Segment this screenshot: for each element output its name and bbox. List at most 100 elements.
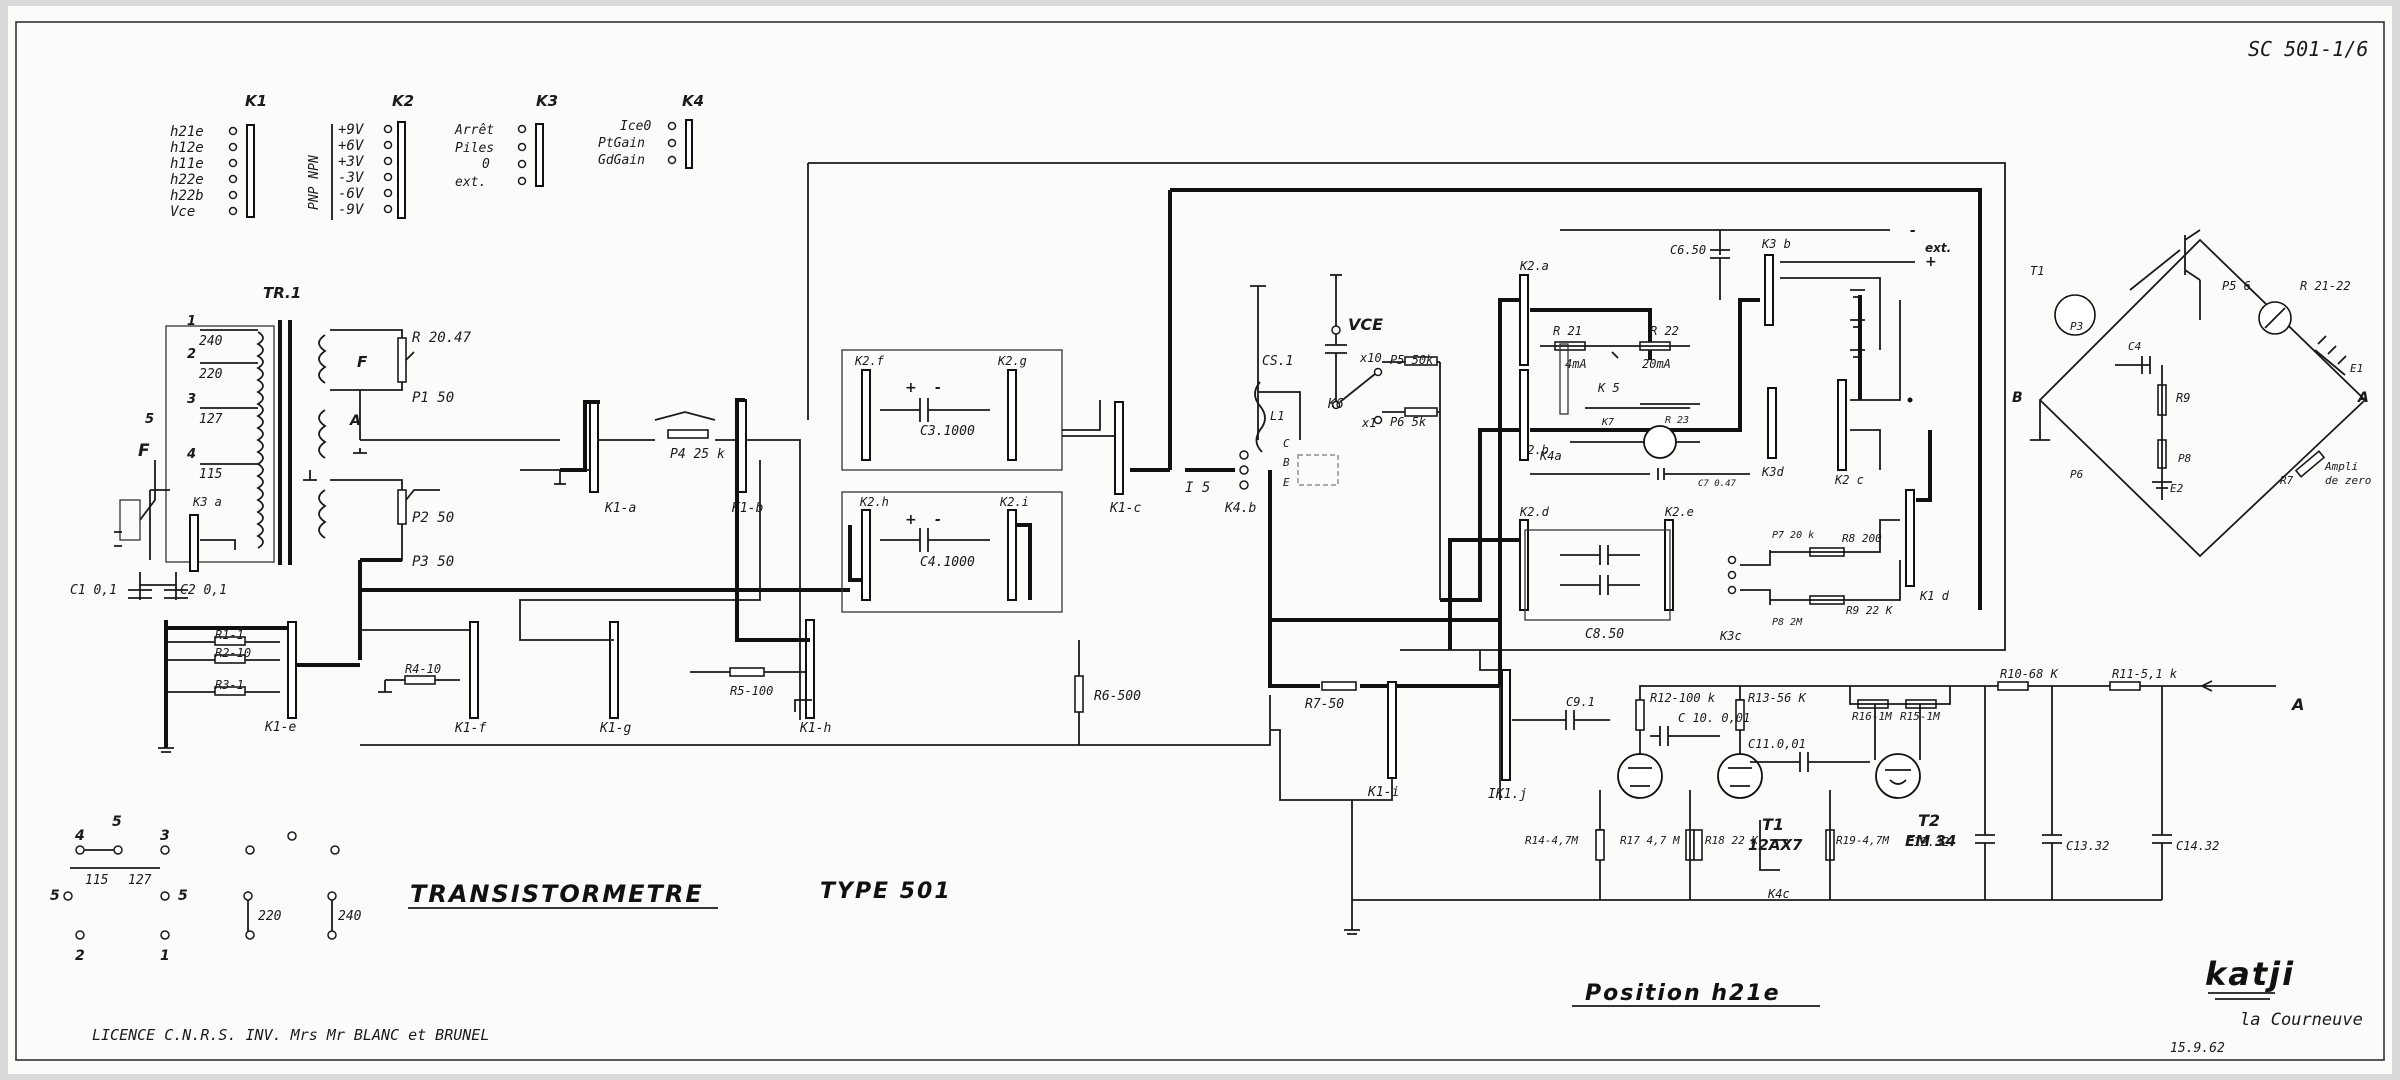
r21-label: R 21 bbox=[1553, 324, 1582, 338]
ext-label: ext. bbox=[1925, 241, 1951, 255]
bridge-r21: R 21-22 bbox=[2300, 279, 2351, 293]
bridge-b: B bbox=[2012, 390, 2023, 406]
brand-city: la Courneuve bbox=[2240, 1010, 2363, 1030]
c2-label: C2 0,1 bbox=[180, 583, 227, 598]
i5-label: I 5 bbox=[1185, 480, 1210, 496]
r1-label: R1-1 bbox=[215, 628, 244, 642]
wo-1: 1 bbox=[160, 948, 170, 964]
range-resistors-k1e: R1-1 R2-10 R3-1 K1-e bbox=[166, 621, 360, 735]
meter-circle bbox=[1643, 425, 1677, 459]
k1-title: K1 bbox=[245, 92, 267, 110]
k4-pos-3: GdGain bbox=[598, 153, 645, 168]
secondary-a-label: A bbox=[349, 413, 361, 429]
k4c-label: K4c bbox=[1767, 887, 1790, 901]
potentiometers-p1-p3: R 20.47 P1 50 P2 50 P3 50 bbox=[303, 329, 560, 660]
p8-label: P8 2M bbox=[1772, 617, 1803, 628]
tube-amplifier: IK1.j C9.1 R12-100 k R13-56 K C 10. 0,01… bbox=[1344, 650, 2304, 935]
svg-text:E: E bbox=[1283, 476, 1290, 489]
k3b-label: K3 b bbox=[1761, 237, 1791, 251]
r14-label: R14-4,7M bbox=[1525, 834, 1578, 847]
k3-pos-1: Arrêt bbox=[454, 123, 494, 138]
bridge-e1: E1 bbox=[2350, 362, 2363, 375]
k2-group-label: PNP NPN bbox=[307, 155, 322, 210]
switch-legend: K1 h21e h12e h11e h22e h22b Vce K2 PNP N… bbox=[170, 92, 704, 220]
bridge-c4: C4 bbox=[2128, 340, 2141, 353]
tap-3-volts: 127 bbox=[199, 412, 223, 427]
c1-label: C1 0,1 bbox=[70, 583, 117, 598]
cs1-label: CS.1 bbox=[1262, 354, 1293, 369]
k4-pos-2: PtGain bbox=[598, 136, 645, 151]
wo-4: 4 bbox=[74, 828, 85, 844]
bridge-e2: E2 bbox=[2170, 482, 2184, 495]
svg-text:C: C bbox=[1283, 437, 1290, 450]
r13-label: R13-56 K bbox=[1748, 691, 1807, 705]
k2-pos-5: -6V bbox=[338, 186, 365, 202]
tube-t1-a bbox=[1617, 753, 1663, 799]
k3-title: K3 bbox=[536, 92, 558, 110]
r3-label: R3-1 bbox=[215, 678, 244, 692]
r7-k1i: R7-50 K1-i bbox=[1268, 470, 1502, 801]
transformer-tr1: TR.1 1 240 2 220 3 127 4 115 5 F F A bbox=[70, 284, 368, 753]
k3a-label: K3 a bbox=[192, 495, 222, 509]
tap-4-volts: 115 bbox=[199, 467, 223, 482]
k4a-label: K4a bbox=[1539, 449, 1562, 463]
k2g-label: K2.g bbox=[997, 354, 1027, 368]
t2-label: T2 bbox=[1918, 811, 1940, 830]
r22-label: R 22 bbox=[1650, 324, 1679, 338]
k6-label: K6 bbox=[1327, 397, 1344, 412]
r17-label: R17 4,7 M bbox=[1620, 834, 1680, 847]
bridge-transistor-t1 bbox=[2054, 294, 2096, 336]
k7-label: K7 bbox=[1601, 417, 1614, 428]
p2-label: P2 50 bbox=[412, 510, 454, 526]
bridge-p3: P3 bbox=[2070, 320, 2083, 333]
secondary-f-label: F bbox=[357, 353, 368, 371]
sheet-date: 15.9.62 bbox=[2170, 1041, 2225, 1056]
k1-pos-6: Vce bbox=[170, 204, 195, 220]
central-switch-bank: R4-10 K1-f K1-g K1-a P4 25 k K1-b R5-100… bbox=[360, 398, 1271, 746]
k1c-k4b-section: K1-c I 5 K4.b C B E L1 bbox=[1062, 188, 1982, 610]
frame-border bbox=[15, 21, 2385, 1061]
position-label: Position h21e bbox=[1585, 981, 1781, 1006]
r6-label: R6-500 bbox=[1094, 689, 1141, 704]
k2-capacitor-block-c3: K2.f K2.g + - C3.1000 bbox=[841, 349, 1063, 471]
r8-label: R8 200 bbox=[1842, 532, 1882, 545]
r5-label: R5-100 bbox=[730, 684, 773, 698]
bridge-p6: P6 bbox=[2070, 468, 2084, 481]
c10-label: C 10. 0,01 bbox=[1678, 711, 1750, 725]
k3-pos-2: Piles bbox=[455, 141, 494, 156]
wo-5b: 5 bbox=[50, 888, 60, 904]
bridge-t1: T1 bbox=[2030, 264, 2044, 278]
tap-1-volts: 240 bbox=[199, 334, 223, 349]
k2f-label: K2.f bbox=[854, 354, 885, 368]
k1-pos-3: h11e bbox=[170, 156, 204, 172]
k2-pos-3: +3V bbox=[338, 154, 365, 170]
c13-label: C13.32 bbox=[2066, 839, 2109, 853]
brand-name: katji bbox=[2205, 955, 2295, 993]
bridge-diagram: T1 P3 C4 R9 P8 E2 P6 B P5 6 R 21-22 E1 A… bbox=[2012, 229, 2371, 558]
k1i-label: K1-i bbox=[1367, 785, 1399, 800]
x10-label: x10 bbox=[1359, 351, 1382, 365]
k4-title: K4 bbox=[682, 92, 704, 110]
r9-label: R9 22 K bbox=[1846, 604, 1894, 617]
k1-pos-5: h22b bbox=[170, 188, 204, 204]
paper bbox=[8, 6, 2392, 1074]
vce-measurement: CS.1 VCE K6 x10 x1 P5 50k P6 5k bbox=[1262, 274, 1441, 600]
t2-type: EM 34 bbox=[1905, 832, 1956, 850]
r4-label: R4-10 bbox=[405, 662, 441, 676]
r2-label: R2-10 bbox=[215, 646, 251, 660]
enclosure-outline bbox=[808, 162, 2006, 651]
k2i-label: K2.i bbox=[999, 495, 1029, 509]
p5-label: P5 50k bbox=[1390, 353, 1434, 367]
k2-pos-1: +9V bbox=[338, 122, 365, 138]
sheet-title: TRANSISTORMETRE bbox=[410, 880, 704, 908]
k2-capacitor-block-c4: K2.h K2.i + - C4.1000 bbox=[841, 491, 1063, 613]
r20-label: R 20.47 bbox=[412, 330, 472, 346]
p1-label: P1 50 bbox=[412, 390, 454, 406]
c14-label: C14.32 bbox=[2176, 839, 2219, 853]
sheet-ref: SC 501-1/6 bbox=[2248, 37, 2368, 61]
k1e-label: K1-e bbox=[264, 720, 296, 735]
k1a-label: K1-a bbox=[604, 501, 636, 516]
r23-label: R 23 bbox=[1665, 415, 1689, 426]
tap-1-num: 1 bbox=[187, 314, 196, 329]
